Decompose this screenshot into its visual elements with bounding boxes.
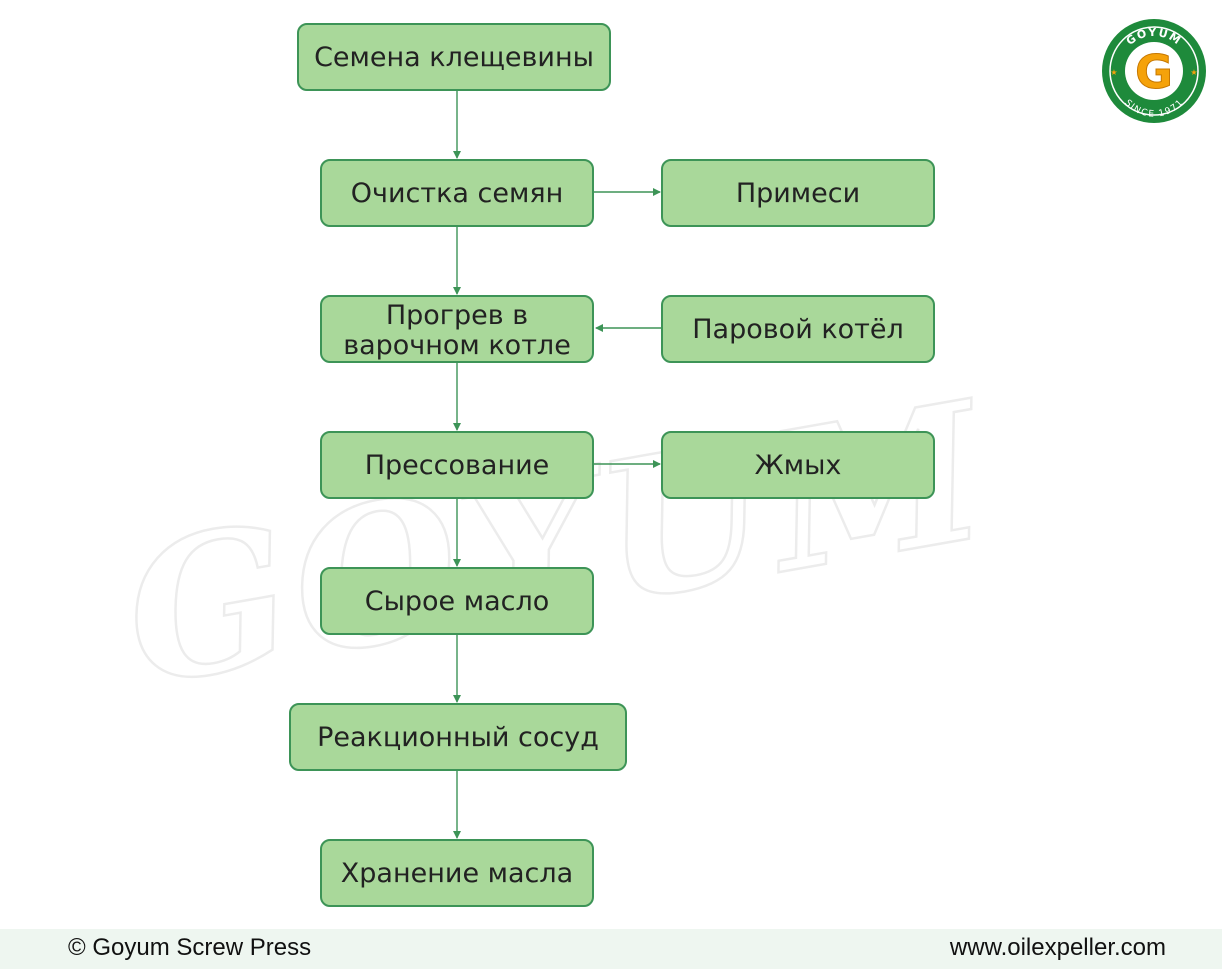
logo-letter: G — [1135, 45, 1173, 99]
node-heating: Прогрев в варочном котле — [320, 295, 594, 363]
node-crude-oil-label: Сырое масло — [365, 586, 550, 617]
node-cake-label: Жмых — [755, 450, 842, 481]
node-crude-oil: Сырое масло — [320, 567, 594, 635]
node-storage-label: Хранение масла — [341, 858, 573, 889]
svg-text:★: ★ — [1110, 68, 1117, 77]
edges — [453, 90, 662, 839]
node-boiler-label: Паровой котёл — [692, 314, 904, 345]
goyum-logo: GOYUM SINCE 1971 ★ ★ G — [1102, 19, 1206, 123]
node-cleaning-label: Очистка семян — [351, 178, 563, 209]
watermark: GOYUM — [108, 357, 1005, 730]
footer-bar: © Goyum Screw Press www.oilexpeller.com — [0, 929, 1222, 969]
footer-website[interactable]: www.oilexpeller.com — [949, 934, 1166, 961]
node-seeds-label: Семена клещевины — [314, 42, 594, 73]
node-seeds: Семена клещевины — [297, 23, 611, 91]
process-flowchart: GOYUM Семена клещевины Очистка семян При… — [108, 23, 1006, 907]
node-impurities: Примеси — [661, 159, 935, 227]
node-heating-label-line1: Прогрев в — [386, 300, 528, 331]
node-reactor-label: Реакционный сосуд — [317, 722, 599, 753]
node-cake: Жмых — [661, 431, 935, 499]
node-boiler: Паровой котёл — [661, 295, 935, 363]
node-storage: Хранение масла — [320, 839, 594, 907]
watermark-text: GOYUM — [110, 358, 1005, 729]
node-impurities-label: Примеси — [736, 178, 860, 209]
node-reactor: Реакционный сосуд — [289, 703, 627, 771]
footer-copyright: © Goyum Screw Press — [68, 934, 312, 961]
node-heating-label-line2: варочном котле — [343, 330, 571, 361]
svg-text:★: ★ — [1190, 68, 1197, 77]
node-pressing: Прессование — [320, 431, 594, 499]
node-cleaning: Очистка семян — [320, 159, 594, 227]
node-pressing-label: Прессование — [365, 450, 550, 481]
